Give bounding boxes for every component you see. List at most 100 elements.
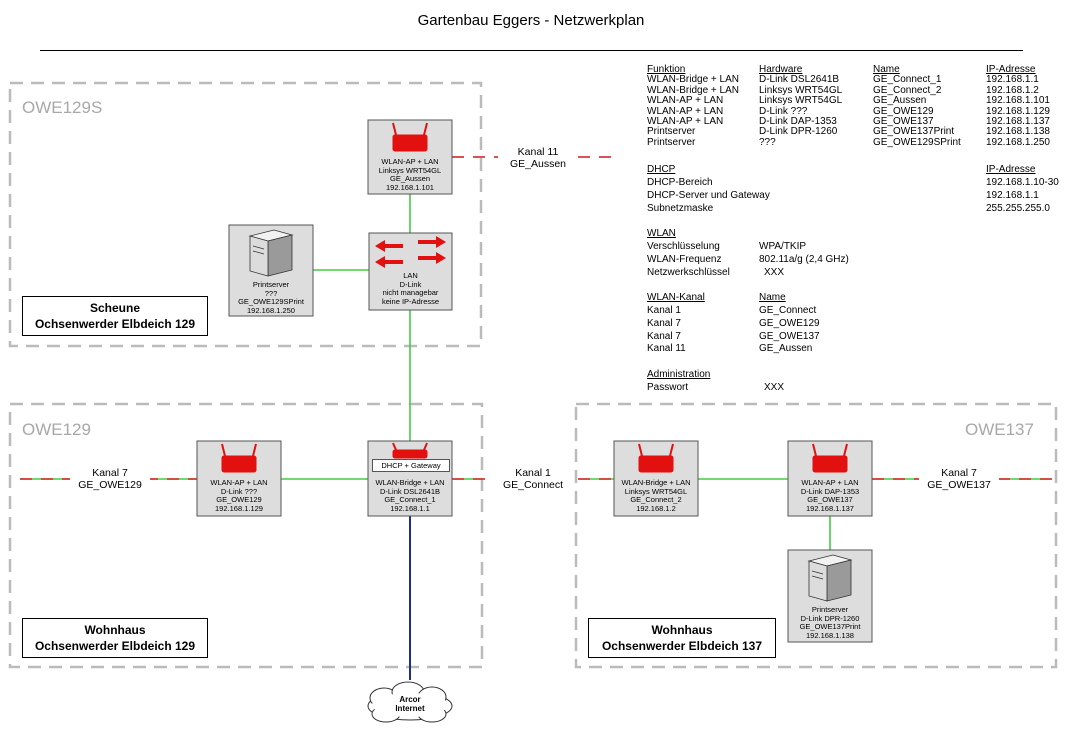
zone-owe129-address: Wohnhaus Ochsenwerder Elbdeich 129 <box>22 618 208 658</box>
device-owe129-ap-label: WLAN-AP + LAN D-Link ??? GE_OWE129 192.1… <box>210 478 268 513</box>
link-label-owe129: Kanal 7 GE_OWE129 <box>70 467 150 491</box>
table-cell: D-Link ??? <box>759 105 808 117</box>
address-line: Ochsenwerder Elbdeich 129 <box>34 317 196 331</box>
device-aussen-ap-box <box>367 119 453 195</box>
device-printserver-s-label: Printserver ??? GE_OWE129SPrint 192.168.… <box>238 280 304 315</box>
server-icon <box>807 554 853 602</box>
kanal-heading: WLAN-Kanal <box>647 292 705 303</box>
table-cell: Printserver <box>647 126 696 138</box>
table-cell: WLAN-Bridge + LAN <box>647 74 739 86</box>
device-owe137-ap-label: WLAN-AP + LAN D-Link DAP-1353 GE_OWE137 … <box>800 478 860 513</box>
kanal-cell: GE_Connect <box>759 305 817 316</box>
wifi-router-icon <box>221 443 257 473</box>
device-connect2-label: WLAN-Bridge + LAN Linksys WRT54GL GE_Con… <box>621 478 691 513</box>
server-icon <box>248 229 294 277</box>
admin-heading: Administration <box>647 369 711 380</box>
wlan-cell: XXX <box>764 266 785 278</box>
table-cell: WLAN-Bridge + LAN <box>647 84 739 96</box>
table-header-hardware: Hardware <box>759 64 803 75</box>
title-divider <box>40 50 1023 51</box>
table-cell: GE_Aussen <box>873 95 927 107</box>
kanal-cell: Kanal 11 <box>647 343 686 355</box>
table-header-funktion: Funktion <box>647 64 686 75</box>
device-owe129-ap-box <box>196 440 282 517</box>
table-cell: ??? <box>759 136 776 148</box>
wlan-cell: Verschlüsselung <box>647 241 720 252</box>
zone-owe129-border <box>8 402 484 669</box>
wifi-router-icon <box>638 443 674 473</box>
table-cell: GE_OWE129SPrint <box>873 136 961 148</box>
address-line: Ochsenwerder Elbdeich 129 <box>34 639 196 653</box>
wlan-cell: WLAN-Frequenz <box>647 253 722 265</box>
table-cell: GE_Connect_1 <box>873 74 942 86</box>
wlan-cell: 802.11a/g (2,4 GHz) <box>759 253 849 265</box>
table-cell: GE_OWE137Print <box>873 126 955 138</box>
device-owe137-ap-box <box>787 440 873 517</box>
internet-cloud-label: Arcor Internet <box>395 695 425 713</box>
address-line: Wohnhaus <box>651 623 713 637</box>
table-cell: WLAN-AP + LAN <box>647 95 724 107</box>
dhcp-ip-heading: IP-Adresse <box>986 164 1036 175</box>
table-cell: 192.168.1.137 <box>986 116 1050 127</box>
table-cell: 192.168.1.129 <box>986 105 1050 117</box>
network-switch-icon <box>375 236 446 268</box>
zone-owe129-name: OWE129 <box>22 420 91 439</box>
kanal-name-heading: Name <box>759 292 786 303</box>
wifi-router-icon <box>812 443 848 473</box>
device-gateway-label: WLAN-Bridge + LAN D-Link DSL2641B GE_Con… <box>375 478 445 513</box>
link-label-owe137: Kanal 7 GE_OWE137 <box>919 467 999 491</box>
wifi-router-icon <box>392 122 428 152</box>
zone-owe137-address: Wohnhaus Ochsenwerder Elbdeich 137 <box>588 618 776 658</box>
kanal-cell: Kanal 7 <box>647 330 681 342</box>
table-cell: Printserver <box>647 136 696 148</box>
wlan-cell: Netzwerkschlüssel <box>647 266 730 278</box>
dhcp-cell: DHCP-Bereich <box>647 177 713 188</box>
kanal-cell: GE_Aussen <box>759 343 813 355</box>
table-cell: 192.168.1.250 <box>986 136 1050 148</box>
kanal-cell: GE_OWE137 <box>759 330 820 342</box>
table-cell: Linksys WRT54GL <box>759 95 843 107</box>
page-title: Gartenbau Eggers - Netzwerkplan <box>417 12 645 29</box>
cloud-icon <box>367 681 453 723</box>
table-header-ip: IP-Adresse <box>986 64 1036 75</box>
table-cell: D-Link DAP-1353 <box>759 116 837 127</box>
admin-cell: XXX <box>764 382 785 393</box>
dhcp-cell: Subnetzmaske <box>647 202 714 214</box>
table-cell: GE_OWE137 <box>873 116 934 127</box>
zone-owe137-name: OWE137 <box>965 420 1034 439</box>
kanal-cell: Kanal 7 <box>647 317 681 329</box>
zone-scheune-border <box>8 81 483 348</box>
wlan-cell: WPA/TKIP <box>759 241 807 252</box>
dhcp-cell: DHCP-Server und Gateway <box>647 189 770 201</box>
table-cell: 192.168.1.2 <box>986 84 1039 96</box>
link-label-aussen: Kanal 11 GE_Aussen <box>498 146 578 170</box>
table-cell: GE_Connect_2 <box>873 84 942 96</box>
zone-owe137-border <box>574 402 1058 669</box>
dhcp-cell: 255.255.255.0 <box>986 202 1050 214</box>
address-line: Wohnhaus <box>84 623 146 637</box>
wifi-router-icon <box>392 442 428 459</box>
table-cell: Linksys WRT54GL <box>759 84 843 96</box>
table-cell: 192.168.1.138 <box>986 126 1050 138</box>
zone-scheune-address: Scheune Ochsenwerder Elbdeich 129 <box>22 296 208 336</box>
table-cell: D-Link DPR-1260 <box>759 126 838 138</box>
kanal-cell: Kanal 1 <box>647 305 681 316</box>
table-cell: D-Link DSL2641B <box>759 74 840 86</box>
table-cell: 192.168.1.1 <box>986 74 1039 86</box>
address-line: Scheune <box>89 301 140 315</box>
device-lan-switch-label: LAN D-Link nicht managebar keine IP-Adre… <box>381 271 440 306</box>
dhcp-cell: 192.168.1.10-30 <box>986 177 1059 188</box>
table-cell: GE_OWE129 <box>873 105 934 117</box>
table-cell: WLAN-AP + LAN <box>647 116 724 127</box>
kanal-cell: GE_OWE129 <box>759 317 820 329</box>
table-header-name: Name <box>873 64 900 75</box>
wlan-heading: WLAN <box>647 228 676 239</box>
dhcp-heading: DHCP <box>647 164 676 175</box>
admin-cell: Passwort <box>647 382 689 393</box>
device-aussen-ap-label: WLAN-AP + LAN Linksys WRT54GL GE_Aussen … <box>378 157 442 192</box>
dhcp-cell: 192.168.1.1 <box>986 189 1039 201</box>
dhcp-gateway-badge: DHCP + Gateway <box>372 459 450 472</box>
device-printserver-137-label: Printserver D-Link DPR-1260 GE_OWE137Pri… <box>799 605 861 640</box>
address-line: Ochsenwerder Elbdeich 137 <box>601 639 763 653</box>
